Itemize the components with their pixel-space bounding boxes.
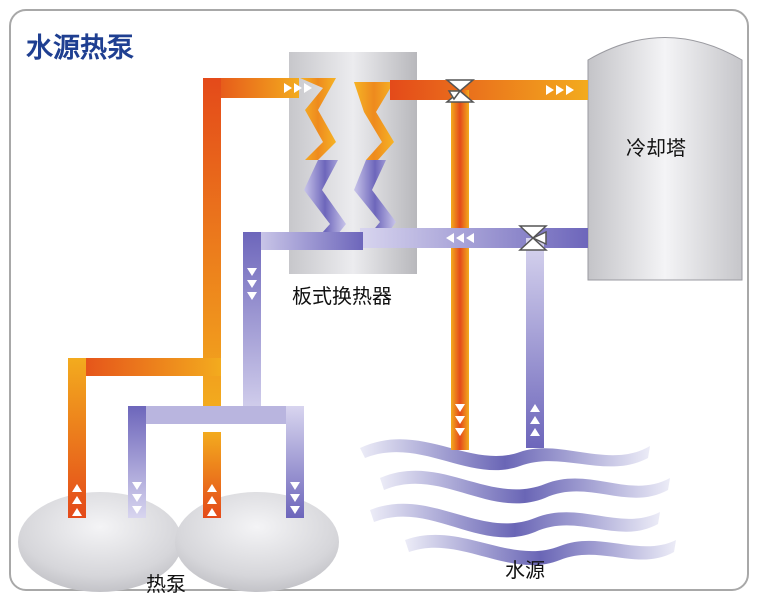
diagram-frame [9, 9, 749, 591]
flow-arrow-up-icon [207, 484, 217, 516]
three-way-valve-icon [444, 79, 476, 103]
hot-water-pipes [68, 78, 588, 518]
three-way-valve-icon [518, 225, 548, 251]
flow-arrow-down-icon [455, 404, 465, 436]
diagram-title: 水源热泵 [26, 33, 134, 64]
flow-arrow-down-icon [247, 268, 257, 300]
flow-arrow-right-icon [546, 85, 574, 95]
flow-arrows [72, 83, 574, 516]
flow-arrow-down-icon [132, 482, 142, 514]
cooling-tower [587, 37, 743, 281]
heat-pump-label: 热泵 [146, 572, 186, 596]
flow-arrow-up-icon [72, 484, 82, 516]
flow-arrow-left-icon [446, 233, 474, 243]
flow-arrow-down-icon [290, 482, 300, 514]
cooling-tower-label: 冷却塔 [626, 136, 686, 160]
flow-arrow-up-icon [530, 404, 540, 436]
flow-arrow-right-icon [284, 83, 312, 93]
water-source-waves [360, 439, 676, 566]
plate-heat-exchanger-label: 板式换热器 [292, 284, 392, 308]
heat-pump-unit-right [175, 492, 339, 592]
water-source-label: 水源 [505, 558, 545, 582]
